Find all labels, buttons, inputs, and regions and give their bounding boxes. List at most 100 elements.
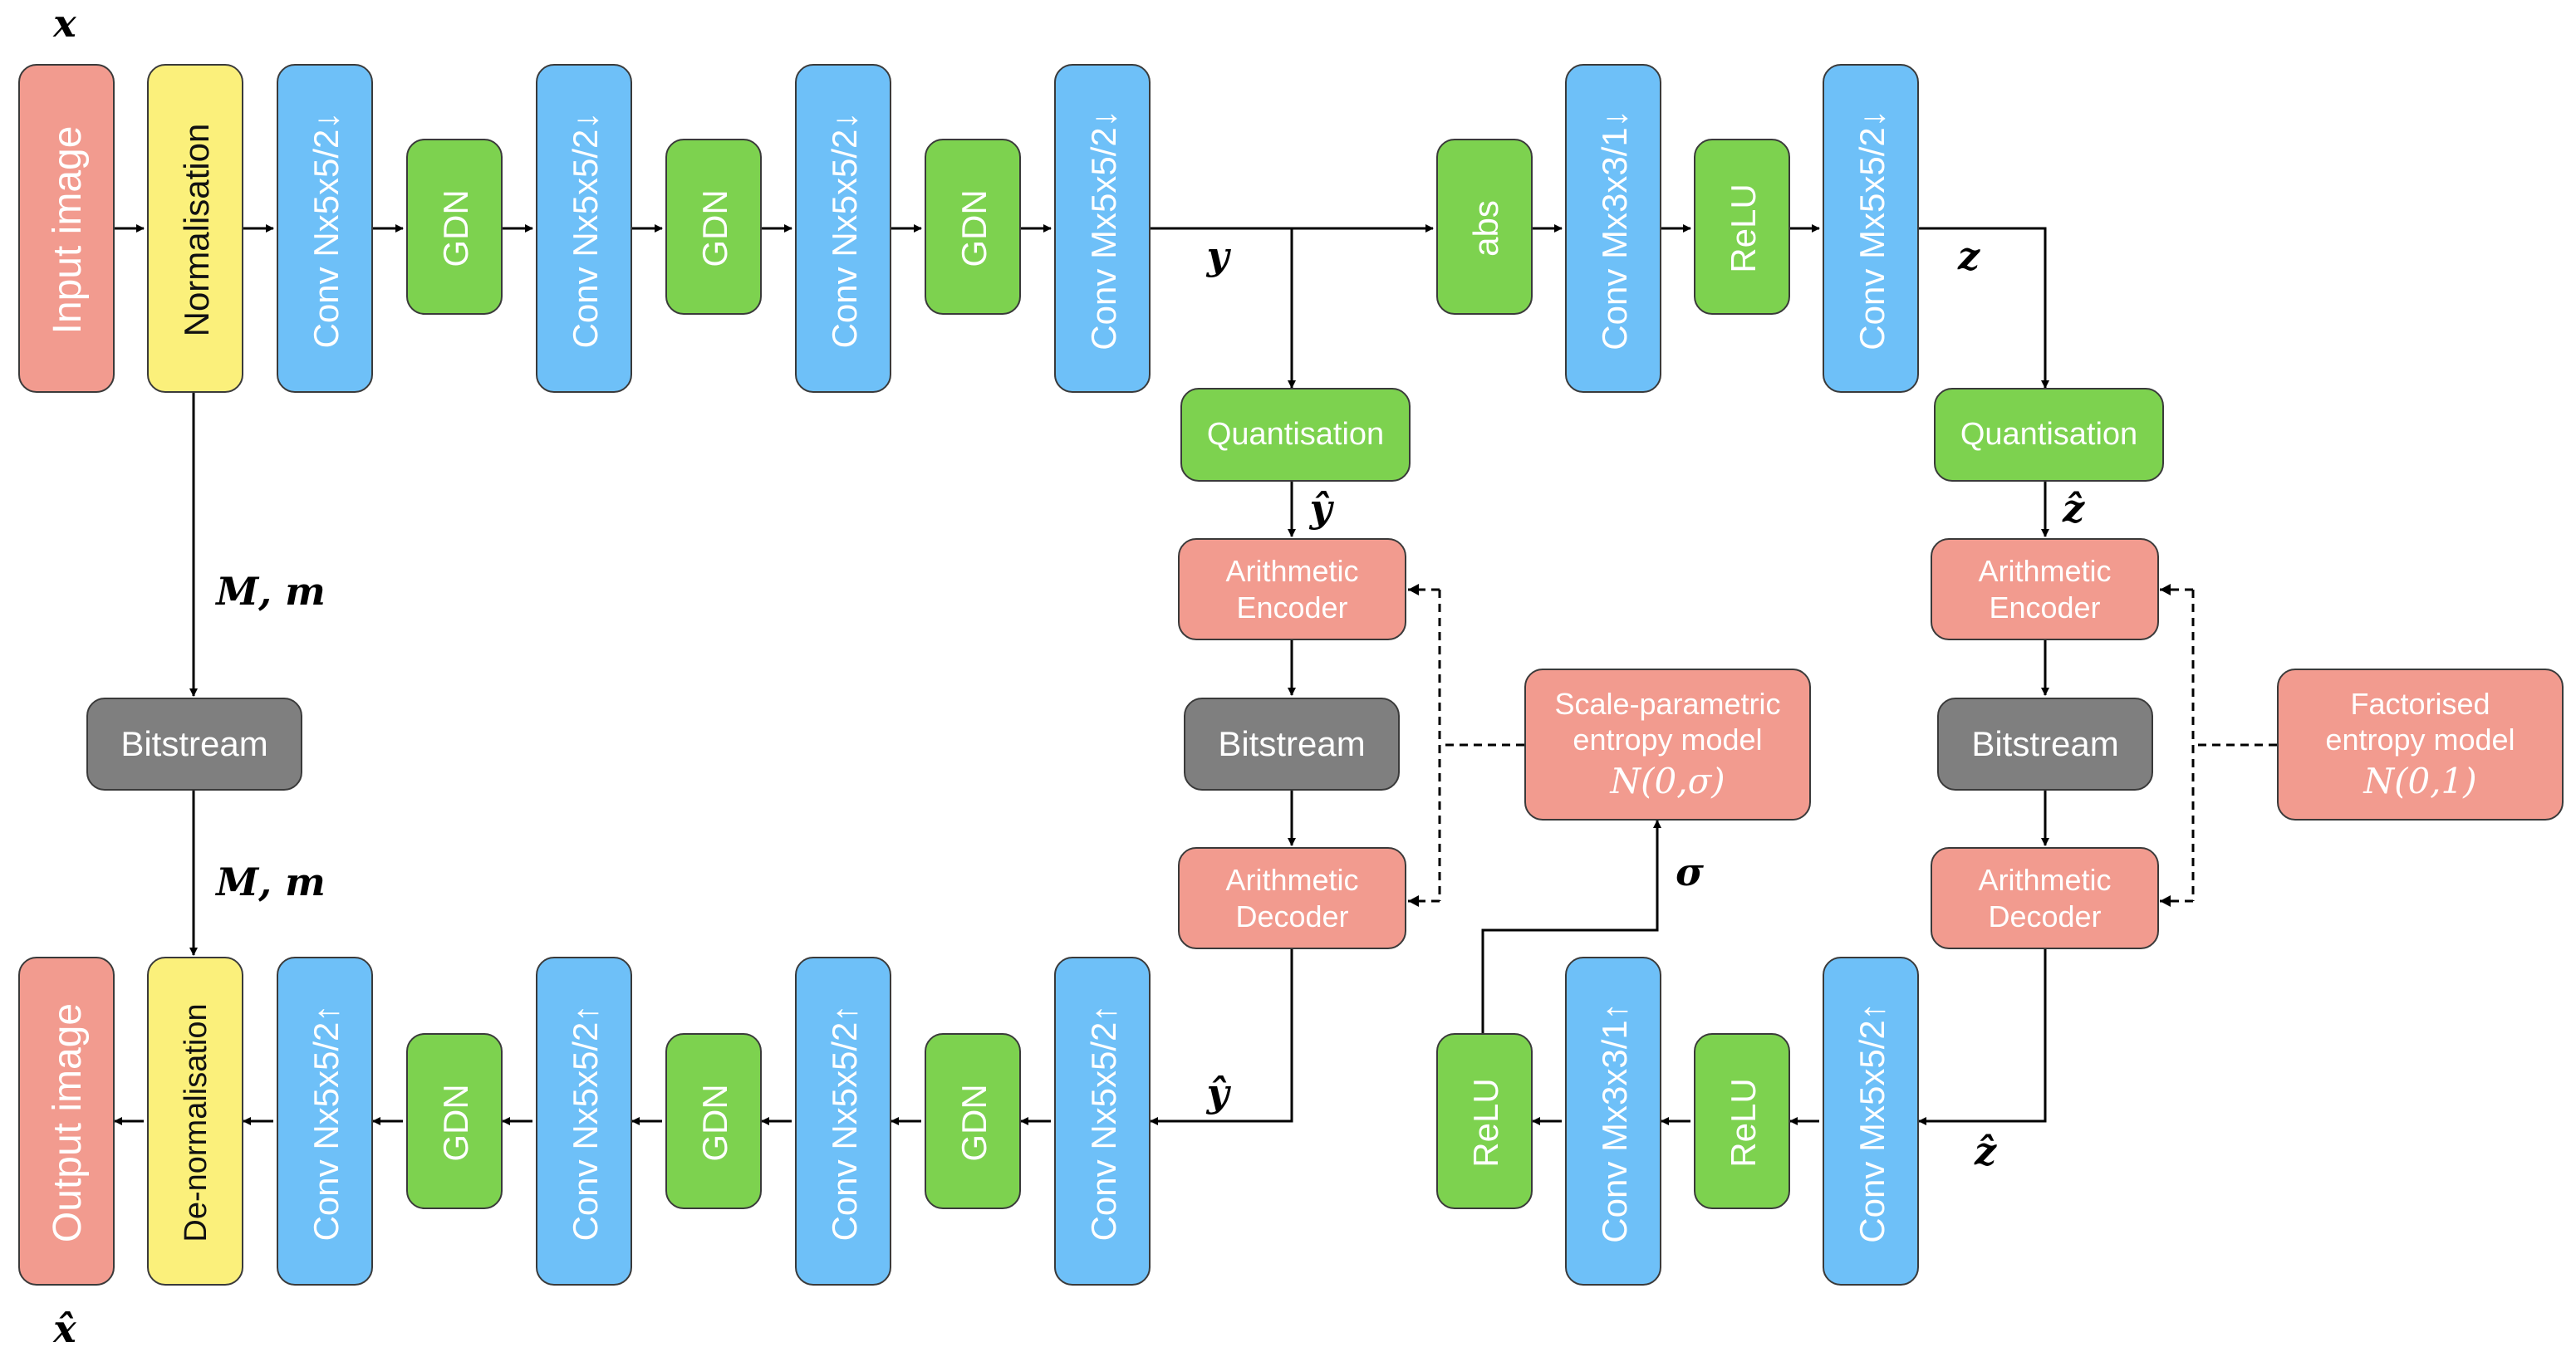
arrowhead-entropy-to-aenc [1408,584,1419,595]
main-arithmetic-encoder-line2: Encoder [1236,590,1348,625]
arrow-adec-to-dconv4 [1150,949,1293,1125]
main-quantisation-box: Quantisation [1180,388,1411,482]
enc-conv2-box: Conv Nx5x5/2↓ [536,64,632,393]
scale-entropy-line1: Scale-parametric [1554,687,1781,722]
hyper-arithmetic-decoder-line2: Decoder [1988,899,2102,933]
dashed-factorised-to-coders [2160,588,2277,903]
y-hat-quantised-label: ŷ [1309,486,1332,531]
side-bitstream-box: Bitstream [86,698,302,791]
dec-conv3-box: Conv Nx5x5/2↑ [795,957,891,1286]
side-bitstream-label: Bitstream [120,723,268,763]
z-hat-decoded-label: ẑ [1974,1129,1997,1173]
hyper-dec-conv2-box: Conv Mx5x5/2↑ [1823,957,1919,1286]
output-image-box: Output image [18,957,115,1286]
hyper-quantisation-box: Quantisation [1934,388,2164,482]
hyper-enc-conv1-box: Conv Mx3x3/1↓ [1565,64,1661,393]
factorised-entropy-line1: Factorised [2350,687,2490,722]
factorised-entropy-line2: entropy model [2325,723,2515,757]
y-label: y [1206,233,1229,278]
hyper-arithmetic-encoder-box: Arithmetic Encoder [1931,538,2159,640]
hyper-arithmetic-encoder-line1: Arithmetic [1978,554,2112,589]
main-arithmetic-encoder-line1: Arithmetic [1225,554,1359,589]
main-bitstream-box: Bitstream [1184,698,1400,791]
input-image-label: Input image [46,125,91,335]
normalisation-box: Normalisation [147,64,243,393]
scale-entropy-line2: entropy model [1573,723,1763,757]
dec-gdn1-box: GDN [406,1033,503,1209]
arrow-z-to-quant [1919,227,2049,389]
dec-conv1-box: Conv Nx5x5/2↑ [277,957,373,1286]
sigma-label: σ [1676,850,1704,894]
enc-gdn2-label: GDN [694,189,734,267]
enc-conv3-box: Conv Nx5x5/2↓ [795,64,891,393]
mm-bottom-label: M, m [216,860,326,904]
x-label: x [53,1,76,46]
denormalisation-box: De-normalisation [147,957,243,1286]
scale-entropy-formula: N(0,σ) [1610,761,1725,802]
hyper-enc-conv1-label: Conv Mx3x3/1↓ [1594,110,1634,350]
dec-gdn3-box: GDN [925,1033,1021,1209]
main-arithmetic-decoder-box: Arithmetic Decoder [1178,847,1406,949]
dec-conv4-label: Conv Nx5x5/2↑ [1083,1004,1123,1242]
hyper-dec-conv1-label: Conv Mx3x3/1↑ [1594,1002,1634,1243]
normalisation-label: Normalisation [176,123,216,337]
z-hat-quantised-label: ẑ [2062,486,2085,531]
dec-gdn2-box: GDN [665,1033,762,1209]
scale-parametric-entropy-model-box: Scale-parametric entropy model N(0,σ) [1524,669,1811,821]
enc-gdn1-label: GDN [435,189,475,267]
dec-conv2-label: Conv Nx5x5/2↑ [565,1004,605,1242]
main-arithmetic-decoder-line1: Arithmetic [1225,863,1359,898]
hyper-enc-conv2-label: Conv Mx5x5/2↓ [1852,110,1892,350]
y-hat-decoded-label: ŷ [1206,1070,1229,1115]
arrowhead-factorised-to-haenc [2160,584,2171,595]
hyper-dec-relu-out-label: ReLU [1465,1078,1505,1168]
hyper-arithmetic-decoder-line1: Arithmetic [1978,863,2112,898]
hyper-arithmetic-decoder-box: Arithmetic Decoder [1931,847,2159,949]
mm-top-label: M, m [216,569,326,614]
main-bitstream-label: Bitstream [1218,723,1366,763]
dec-gdn2-label: GDN [694,1084,734,1162]
main-arithmetic-decoder-line2: Decoder [1235,899,1349,933]
arrow-hadec-to-hdconv2 [1918,949,2047,1125]
dashed-entropy-to-coders [1408,588,1524,903]
dec-gdn1-label: GDN [435,1084,475,1162]
arrowhead-factorised-to-hadec [2160,895,2171,907]
abs-box: abs [1436,139,1533,315]
hyper-quantisation-label: Quantisation [1960,416,2138,452]
hyper-bitstream-box: Bitstream [1937,698,2153,791]
input-image-box: Input image [18,64,115,393]
enc-gdn3-box: GDN [925,139,1021,315]
hyper-dec-relu-out-box: ReLU [1436,1033,1533,1209]
factorised-entropy-formula: N(0,1) [2363,761,2477,802]
enc-conv4-box: Conv Mx5x5/2↓ [1054,64,1151,393]
hyper-bitstream-label: Bitstream [1971,723,2119,763]
hyper-enc-conv2-box: Conv Mx5x5/2↓ [1823,64,1919,393]
output-image-label: Output image [46,1002,91,1243]
dec-conv4-box: Conv Nx5x5/2↑ [1054,957,1151,1286]
arrow-sigma-to-entropy [1481,820,1661,1033]
dec-conv1-label: Conv Nx5x5/2↑ [306,1004,346,1242]
main-arithmetic-encoder-box: Arithmetic Encoder [1178,538,1406,640]
dec-conv3-label: Conv Nx5x5/2↑ [824,1004,864,1242]
dec-conv2-box: Conv Nx5x5/2↑ [536,957,632,1286]
x-hat-label: x̂ [53,1306,76,1351]
enc-conv1-box: Conv Nx5x5/2↓ [277,64,373,393]
enc-gdn2-box: GDN [665,139,762,315]
hyper-dec-relu-box: ReLU [1694,1033,1790,1209]
factorised-entropy-model-box: Factorised entropy model N(0,1) [2277,669,2564,821]
hyper-dec-relu-label: ReLU [1723,1078,1763,1168]
z-label: z [1957,233,1980,278]
hyper-dec-conv1-box: Conv Mx3x3/1↑ [1565,957,1661,1286]
dec-gdn3-label: GDN [954,1084,994,1162]
enc-conv2-label: Conv Nx5x5/2↓ [565,111,605,349]
enc-gdn3-label: GDN [954,189,994,267]
hyper-enc-relu-box: ReLU [1694,139,1790,315]
enc-gdn1-box: GDN [406,139,503,315]
hyper-dec-conv2-label: Conv Mx5x5/2↑ [1852,1002,1892,1243]
arrowhead-entropy-to-adec [1408,895,1419,907]
hyper-enc-relu-label: ReLU [1723,184,1763,273]
main-quantisation-label: Quantisation [1206,416,1385,452]
enc-conv3-label: Conv Nx5x5/2↓ [824,111,864,349]
